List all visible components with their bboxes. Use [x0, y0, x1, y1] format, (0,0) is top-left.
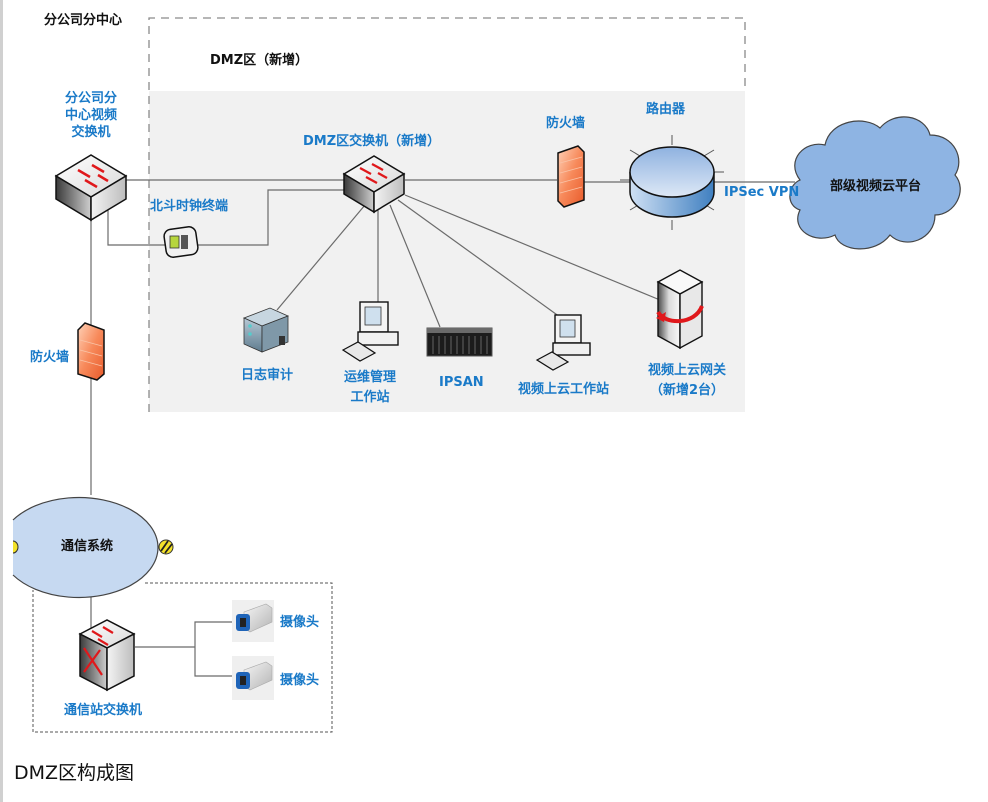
link-dmz-switch-to-gateway: [404, 194, 661, 301]
log-audit-label: 日志审计: [241, 368, 294, 383]
branch-firewall-icon: [77, 322, 105, 381]
station-switch-label: 通信站交换机: [64, 703, 143, 718]
camera-1-icon: [232, 600, 274, 642]
comm-system-icon: [12, 496, 174, 599]
video-gateway-label-line1: 视频上云网关: [647, 363, 726, 378]
branch-switch-icon: [54, 154, 128, 222]
page-left-border: [0, 0, 3, 802]
router-label: 路由器: [646, 102, 686, 117]
link-dmz-switch-to-log-audit: [276, 204, 366, 311]
ipsan-label: IPSAN: [439, 375, 484, 390]
link-dmz-switch-to-cloud-ws: [397, 199, 561, 318]
ops-workstation-label-line1: 运维管理: [343, 370, 396, 385]
ops-workstation-label-line2: 工作站: [350, 390, 390, 405]
camera-2-label: 摄像头: [280, 673, 320, 688]
video-cloud-workstation-icon: [535, 314, 591, 371]
station-zone-boundary: [32, 582, 333, 733]
connection-lines: [90, 179, 795, 677]
router-icon: [620, 135, 724, 230]
station-switch-icon: [78, 619, 136, 692]
dmz-firewall-icon: [557, 145, 585, 208]
figure-caption: DMZ区构成图: [14, 762, 135, 784]
dmz-zone-title: DMZ区（新增）: [210, 53, 309, 68]
beidou-clock-icon: [163, 226, 199, 258]
link-to-camera-1: [194, 621, 235, 677]
cloud-platform-label: 部级视频云平台: [830, 179, 922, 194]
dmz-switch-label: DMZ区交换机（新增）: [303, 134, 441, 149]
branch-center-title: 分公司分中心: [44, 13, 123, 28]
dmz-switch-icon: [342, 155, 406, 214]
beidou-clock-label: 北斗时钟终端: [150, 199, 229, 214]
vpn-link-label: IPSec VPN: [724, 185, 800, 200]
cloud-platform-icon: [789, 116, 961, 250]
ipsan-storage-icon: [426, 327, 493, 357]
video-gateway-label-line2: （新增2台）: [649, 383, 725, 398]
link-branch-to-beidou: [107, 200, 168, 246]
ops-workstation-icon: [341, 301, 399, 362]
camera-1-label: 摄像头: [280, 615, 320, 630]
camera-2-icon: [232, 656, 274, 700]
dmz-zone-boundary: [148, 17, 746, 412]
link-beidou-to-dmz-switch: [196, 189, 345, 246]
dmz-firewall-label: 防火墙: [546, 116, 586, 131]
video-gateway-icon: [656, 269, 704, 350]
comm-system-label: 通信系统: [61, 539, 114, 554]
log-audit-server-icon: [242, 307, 290, 353]
dmz-zone-background: [149, 91, 745, 412]
video-cloud-workstation-label: 视频上云工作站: [518, 382, 610, 397]
branch-firewall-label: 防火墙: [30, 350, 70, 365]
link-dmz-switch-to-ipsan: [389, 204, 441, 328]
branch-switch-label: 分公司分 中心视频 交换机: [64, 91, 117, 140]
